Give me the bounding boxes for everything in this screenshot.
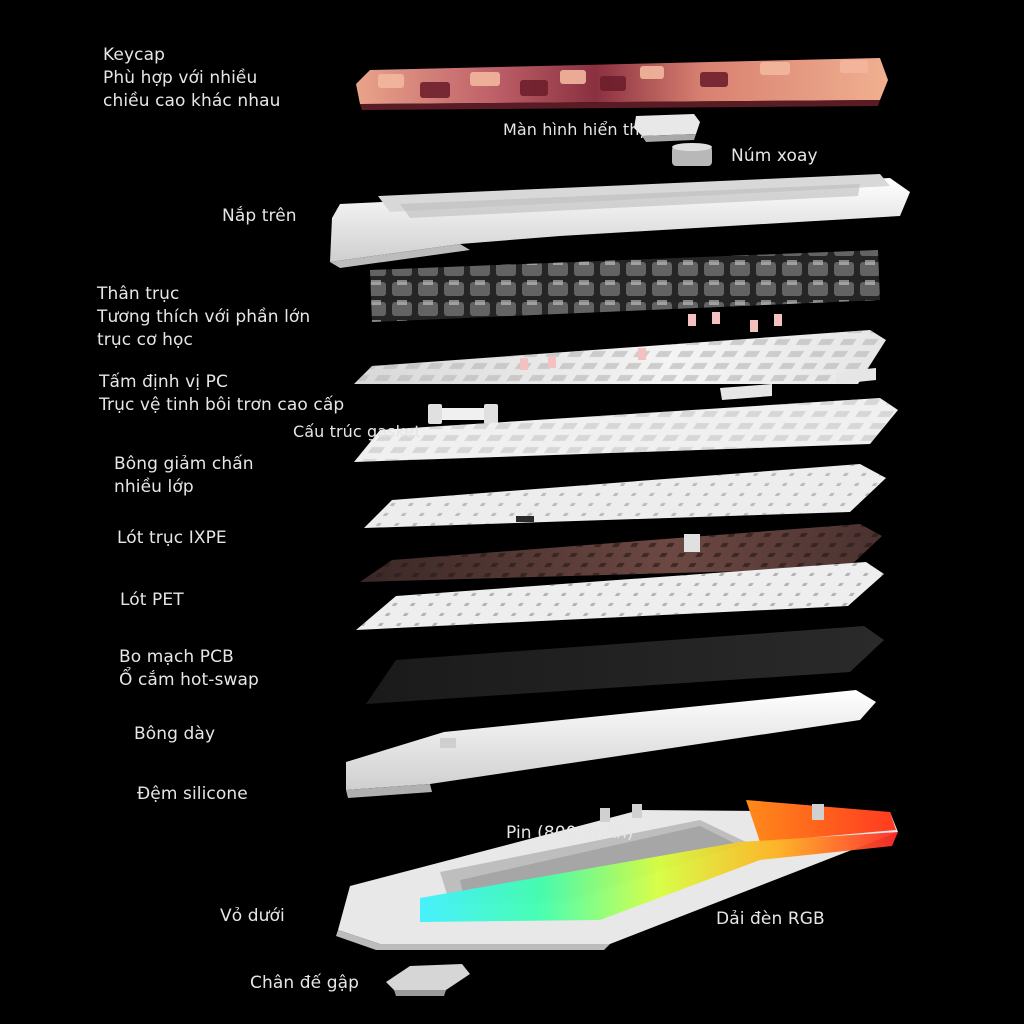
label-pcb-line1: Bo mạch PCB	[119, 647, 234, 667]
label-switch: Thân trục Tương thích với phần lớn trục …	[97, 283, 310, 352]
cotton-layer	[346, 690, 876, 798]
label-pcb-line2: Ổ cắm hot-swap	[119, 670, 259, 690]
label-keycap: Keycap Phù hợp với nhiều chiều cao khác …	[103, 44, 280, 113]
label-rgb: Dải đèn RGB	[716, 909, 825, 929]
label-bottom-case: Vỏ dưới	[220, 906, 285, 926]
pcb-layer	[366, 626, 884, 704]
keycap-layer	[356, 58, 888, 110]
switch-layer	[370, 250, 880, 322]
foldable-foot	[386, 964, 470, 996]
display-module	[634, 114, 700, 142]
label-plate-line2: Trục vệ tinh bôi trơn cao cấp	[99, 395, 345, 415]
label-keycap-line3: chiều cao khác nhau	[103, 91, 281, 111]
label-foam: Bông giảm chấn nhiều lớp	[114, 453, 254, 499]
label-gasket: Cấu trúc gasket	[293, 422, 421, 441]
label-switch-line2: Tương thích với phần lớn	[97, 307, 311, 327]
label-pcb: Bo mạch PCB Ổ cắm hot-swap	[119, 646, 259, 692]
label-switch-line1: Thân trục	[97, 284, 180, 304]
pet-layer	[356, 562, 884, 630]
label-switch-line3: trục cơ học	[97, 330, 193, 350]
plate-layer	[354, 312, 886, 400]
label-plate: Tấm định vị PC Trục vệ tinh bôi trơn cao…	[99, 371, 344, 417]
label-feet: Chân đế gập	[250, 973, 359, 993]
bottom-case	[336, 800, 898, 950]
label-pet: Lót PET	[120, 590, 184, 610]
label-display: Màn hình hiển thị	[503, 120, 645, 139]
label-top-case: Nắp trên	[222, 206, 297, 226]
label-plate-line1: Tấm định vị PC	[99, 372, 228, 392]
label-ixpe: Lót trục IXPE	[117, 528, 227, 548]
ixpe-layer	[364, 464, 886, 528]
label-foam-line2: nhiều lớp	[114, 477, 194, 497]
gasket-bar	[428, 404, 498, 424]
knob	[672, 143, 712, 166]
tinted-layer	[360, 524, 882, 582]
foam-layer	[354, 398, 898, 462]
label-keycap-line1: Keycap	[103, 45, 165, 65]
top-case	[330, 174, 910, 268]
label-keycap-line2: Phù hợp với nhiều	[103, 68, 258, 88]
label-foam-line1: Bông giảm chấn	[114, 454, 254, 474]
label-cotton: Bông dày	[134, 724, 216, 744]
label-silicone: Đệm silicone	[137, 784, 248, 804]
label-knob: Núm xoay	[731, 146, 818, 166]
label-battery: Pin (8000mAh)	[506, 823, 634, 843]
